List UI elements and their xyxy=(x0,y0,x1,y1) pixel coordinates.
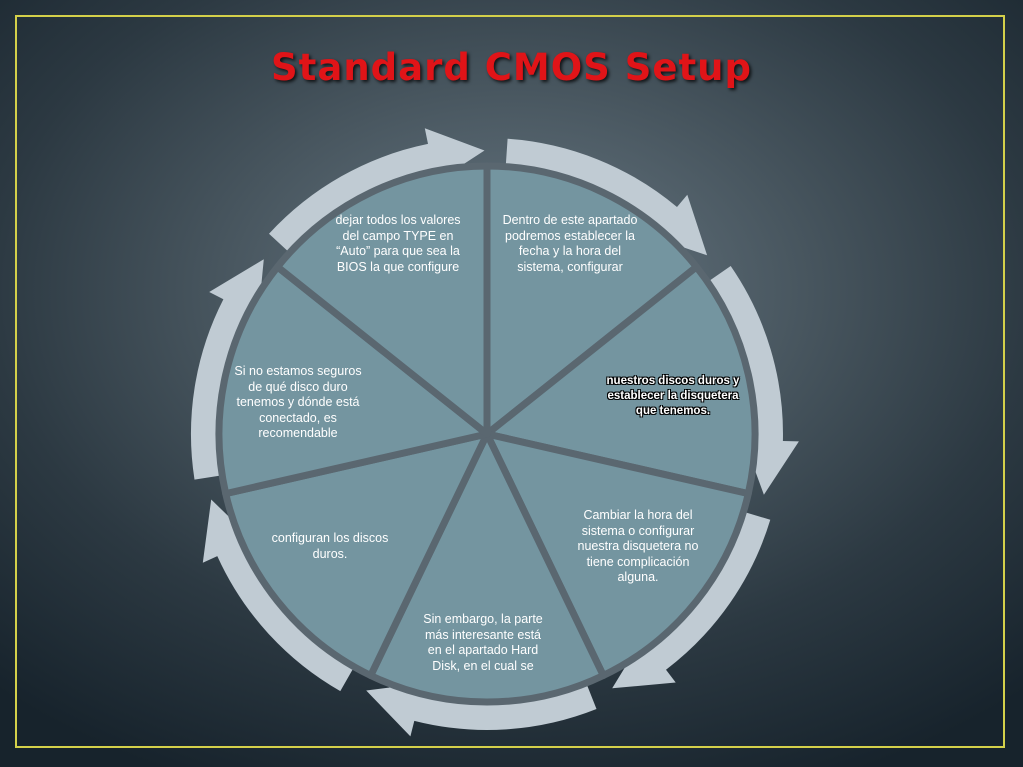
cycle-arrow-1 xyxy=(505,138,708,256)
cycle-arrow-3 xyxy=(612,512,771,689)
segment-text-2: nuestros discos duros y establecer la di… xyxy=(606,375,740,417)
slide-frame xyxy=(15,15,1005,748)
cycle-segment-2 xyxy=(483,263,759,498)
slide-title: Standard CMOS Setup xyxy=(271,46,752,89)
cycle-segment-3 xyxy=(483,430,752,679)
segment-text-4: Sin embargo, la parte más interesante es… xyxy=(423,612,543,673)
cycle-segment-7 xyxy=(274,162,491,438)
segment-text-7: dejar todos los valores del campo TYPE e… xyxy=(335,213,461,274)
cycle-arrow-6 xyxy=(190,259,264,480)
cycle-segment-1 xyxy=(483,162,700,438)
segment-text-6: Si no estamos seguros de qué disco duro … xyxy=(234,364,362,440)
cycle-arrow-7 xyxy=(269,128,485,251)
cycle-segment-4 xyxy=(367,430,607,706)
cycle-arrow-2 xyxy=(710,266,799,495)
segment-text-3: Cambiar la hora del sistema o configurar… xyxy=(577,508,699,584)
segment-text-1: Dentro de este apartado podremos estable… xyxy=(502,213,638,274)
cycle-segment-5 xyxy=(222,430,491,679)
cycle-segments xyxy=(215,162,759,706)
segment-text-5: configuran los discos duros. xyxy=(271,531,389,561)
cycle-arrow-4 xyxy=(366,683,597,737)
cycle-segment-6 xyxy=(215,263,491,498)
